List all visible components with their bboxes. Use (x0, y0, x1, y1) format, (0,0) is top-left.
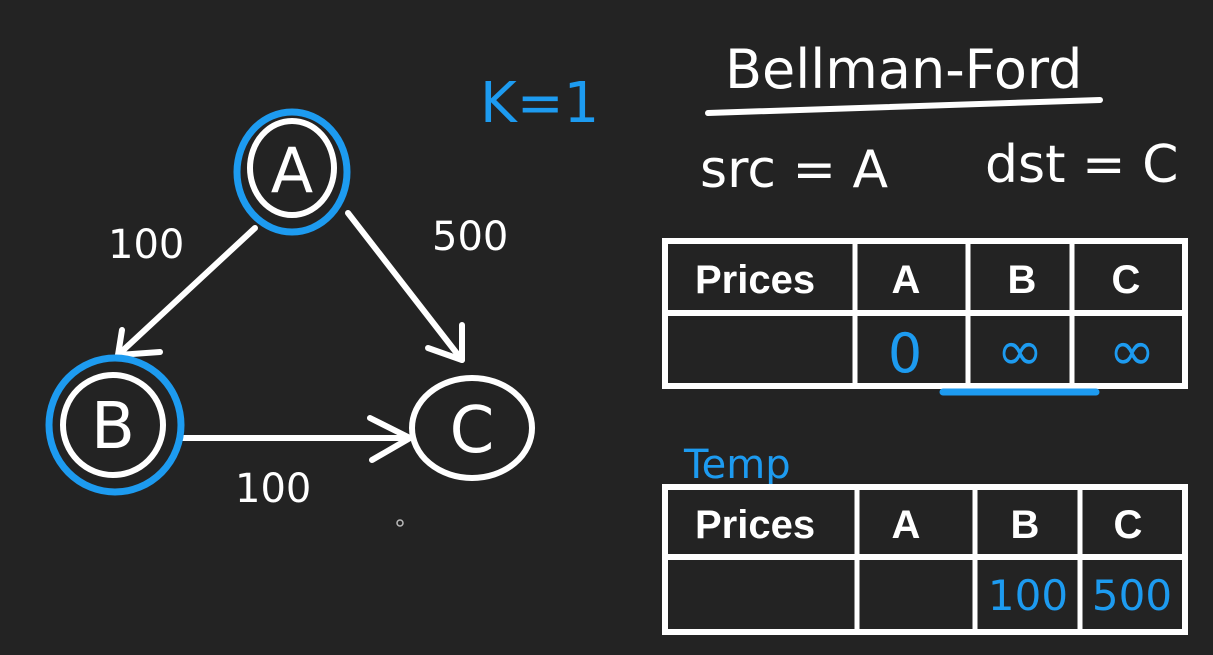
temp-header-a: A (892, 503, 921, 547)
edge-b-c (177, 415, 413, 463)
node-b-label: B (91, 390, 135, 464)
temp-value-c: 500 (1092, 571, 1172, 620)
graph: A B C 100 500 100 (45, 108, 535, 527)
node-b: B (45, 354, 185, 496)
k-label: K=1 (480, 71, 599, 136)
prices-header-c: C (1112, 258, 1141, 302)
temp-label: Temp (683, 442, 791, 488)
prices-table: Prices A B C 0 ∞ ∞ (662, 238, 1188, 396)
edge-weight-a-b: 100 (108, 222, 184, 268)
node-a-label: A (271, 134, 313, 207)
edge-weight-b-c: 100 (235, 466, 311, 512)
title: Bellman-Ford (725, 38, 1082, 101)
src-label: src = A (700, 140, 889, 200)
temp-table: Prices A B C 100 500 (662, 484, 1188, 635)
title-block: Bellman-Ford (705, 38, 1103, 116)
edge-weight-a-c: 500 (432, 214, 508, 260)
edge-a-c (345, 210, 465, 363)
temp-value-b: 100 (988, 571, 1068, 620)
prices-value-c: ∞ (1109, 319, 1156, 384)
temp-header-b: B (1011, 503, 1040, 547)
node-c: C (409, 375, 535, 481)
prices-header-label: Prices (695, 258, 815, 302)
title-underline (705, 97, 1103, 116)
prices-header-b: B (1008, 258, 1037, 302)
prices-value-b: ∞ (997, 319, 1044, 384)
dst-label: dst = C (985, 135, 1178, 195)
temp-header-c: C (1114, 503, 1143, 547)
prices-header-a: A (892, 258, 921, 302)
node-a: A (233, 108, 351, 236)
prices-value-a: 0 (888, 322, 922, 385)
pointer-dot (396, 519, 404, 527)
edge-a-b (115, 225, 258, 358)
temp-header-label: Prices (695, 503, 815, 547)
node-c-label: C (450, 394, 495, 468)
